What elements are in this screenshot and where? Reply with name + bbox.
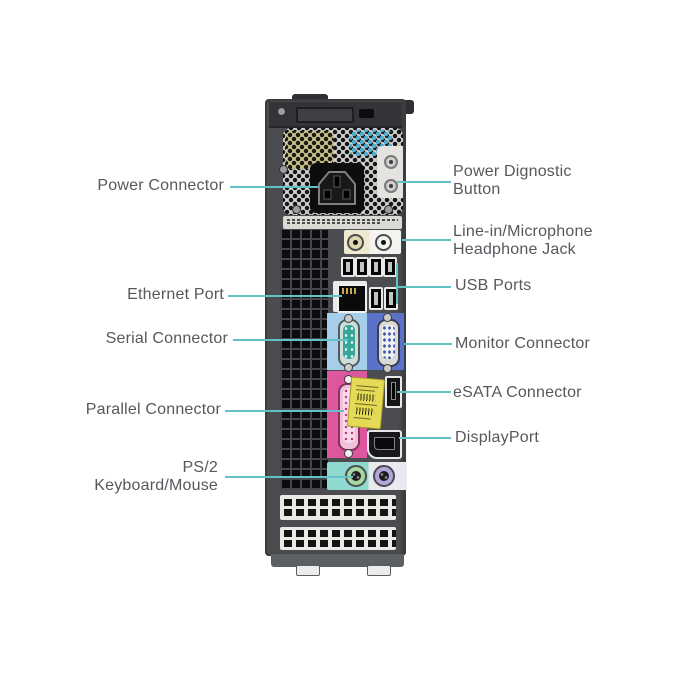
screw-nut-icon <box>344 314 353 323</box>
power-diagnostic-button <box>384 155 398 169</box>
cover-release-latch <box>296 107 354 123</box>
annotation-power-diagnostic: Power Dignostic Button <box>453 163 572 198</box>
usb-port <box>383 257 397 277</box>
annotation-displayport: DisplayPort <box>455 429 540 446</box>
rj45-pins-icon <box>342 288 358 294</box>
chassis-foot <box>296 565 320 576</box>
chassis-side-tab <box>404 100 414 114</box>
screw-icon <box>384 205 393 214</box>
leader-line-ps2 <box>225 476 353 478</box>
vga-db15-holes <box>382 325 395 359</box>
screw-icon <box>292 205 301 214</box>
screw-nut-icon <box>383 313 392 322</box>
chassis-bottom-edge <box>271 554 404 567</box>
leader-line-esata <box>397 391 451 393</box>
yellow-service-sticker <box>346 376 386 430</box>
usb-port <box>369 287 383 310</box>
leader-bracket-usb <box>396 263 398 304</box>
usb-port <box>369 257 383 277</box>
annotation-audio-jacks: Line-in/Microphone Headphone Jack <box>453 223 593 258</box>
security-lock-slot <box>359 109 374 118</box>
screw-icon <box>277 107 286 116</box>
leader-line-audio-jacks <box>402 239 451 241</box>
headphone-jack <box>375 234 392 251</box>
leader-line-parallel <box>225 410 344 412</box>
label-text-line <box>287 219 398 221</box>
label-text-line <box>287 222 383 224</box>
screw-nut-icon <box>344 449 353 458</box>
annotation-power-connector: Power Connector <box>97 177 224 194</box>
ps2-mouse-port <box>373 465 395 487</box>
usb-port <box>341 257 355 277</box>
expansion-slot-cover <box>280 527 396 550</box>
annotation-ps2-keyboard-mouse: PS/2 Keyboard/Mouse <box>94 459 218 494</box>
leader-line-displayport <box>399 437 451 439</box>
line-in-microphone-jack <box>347 234 364 251</box>
annotation-serial-connector: Serial Connector <box>105 330 228 347</box>
sticker-barcode <box>355 407 375 416</box>
screw-nut-icon <box>383 364 392 373</box>
chassis-foot <box>367 565 391 576</box>
chassis-top-latch <box>292 94 328 103</box>
usb-port <box>355 257 369 277</box>
expansion-slot-cover <box>280 495 396 520</box>
screw-nut-icon <box>344 363 353 372</box>
sticker-text-line <box>356 389 376 392</box>
power-connector-port <box>310 163 364 213</box>
displayport-connector <box>367 430 402 459</box>
vent-grille <box>280 229 328 490</box>
leader-line-serial <box>233 339 348 341</box>
sticker-text-line <box>354 403 377 406</box>
sticker-text-line <box>356 385 379 389</box>
annotation-esata-connector: eSATA Connector <box>453 384 582 401</box>
psu-vent-yellow-area <box>286 131 333 169</box>
screw-icon <box>279 165 288 174</box>
sticker-barcode <box>357 393 376 402</box>
power-inlet-icon <box>318 171 356 205</box>
leader-line-ethernet <box>228 295 342 297</box>
leader-line-power-diagnostic <box>397 181 451 183</box>
power-diagnostic-led <box>384 179 398 193</box>
leader-line-power-connector <box>230 186 318 188</box>
serial-db9-pins <box>343 325 355 359</box>
leader-line-usb <box>397 286 451 288</box>
annotation-usb-ports: USB Ports <box>455 277 532 294</box>
sticker-text-line <box>353 416 371 420</box>
annotation-parallel-connector: Parallel Connector <box>85 401 221 418</box>
annotation-ethernet-port: Ethernet Port <box>127 286 224 303</box>
annotation-monitor-connector: Monitor Connector <box>455 335 591 352</box>
leader-line-monitor <box>404 343 452 345</box>
regulatory-label <box>283 216 402 229</box>
